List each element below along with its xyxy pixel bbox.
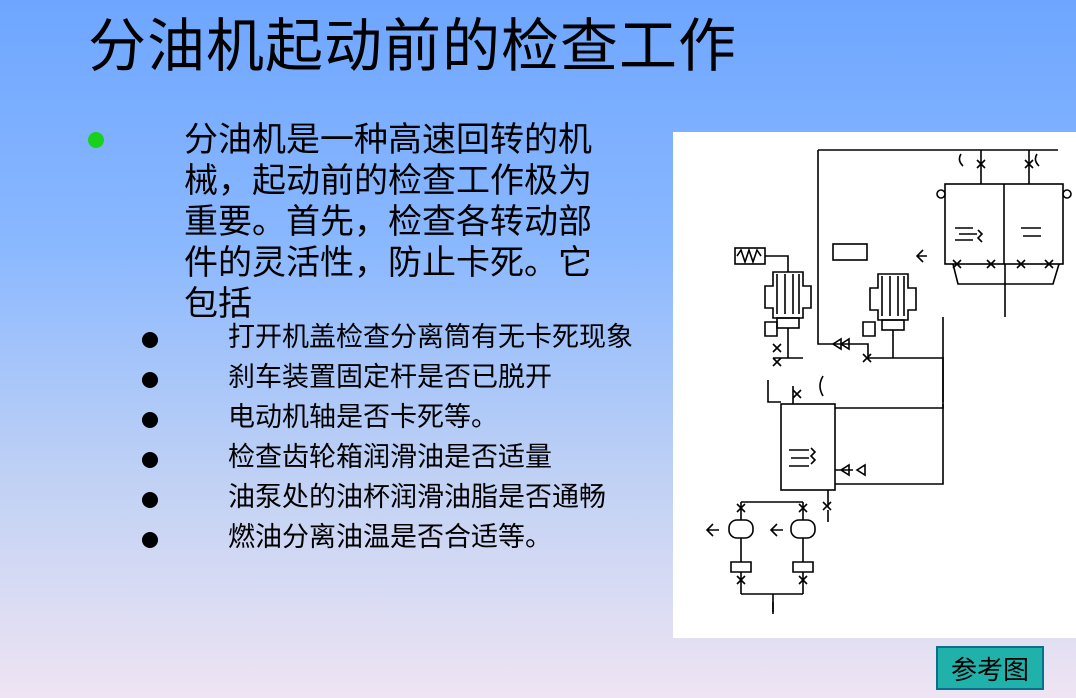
bullet-icon: [142, 492, 158, 508]
separator-system-diagram: [673, 132, 1076, 638]
list-item-text: 燃油分离油温是否合适等。: [228, 522, 552, 553]
list-item: 打开机盖检查分离筒有无卡死现象: [142, 322, 642, 354]
pump-right: [769, 502, 816, 594]
separator-right: [869, 273, 917, 331]
check-list: 打开机盖检查分离筒有无卡死现象 刹车装置固定杆是否已脱开 电动机轴是否卡死等。 …: [142, 322, 642, 562]
slide-title: 分油机起动前的检查工作: [88, 12, 738, 80]
sludge-tank: [780, 403, 836, 491]
list-item-text: 油泵处的油杯润滑油脂是否通畅: [228, 482, 606, 513]
list-item-text: 刹车装置固定杆是否已脱开: [228, 362, 552, 393]
list-item-text: 电动机轴是否卡死等。: [228, 402, 498, 433]
list-item: 刹车装置固定杆是否已脱开: [142, 362, 642, 394]
pump-left: [705, 502, 754, 594]
main-bullet: [88, 132, 104, 148]
bullet-icon: [142, 332, 158, 348]
list-item: 燃油分离油温是否合适等。: [142, 522, 642, 554]
reference-figure-button[interactable]: 参考图: [936, 646, 1044, 690]
list-item-text: 打开机盖检查分离筒有无卡死现象: [228, 322, 633, 353]
bullet-icon: [142, 372, 158, 388]
bullet-icon: [142, 412, 158, 428]
list-item: 电动机轴是否卡死等。: [142, 402, 642, 434]
main-paragraph: 分油机是一种高速回转的机械，起动前的检查工作极为重要。首先，检查各转动部件的灵活…: [184, 120, 592, 324]
bullet-icon: [142, 532, 158, 548]
list-item: 油泵处的油杯润滑油脂是否通畅: [142, 482, 642, 514]
list-item: 检查齿轮箱润滑油是否适量: [142, 442, 642, 474]
separator-left: [764, 271, 812, 329]
bullet-icon: [142, 452, 158, 468]
list-item-text: 检查齿轮箱润滑油是否适量: [228, 442, 552, 473]
